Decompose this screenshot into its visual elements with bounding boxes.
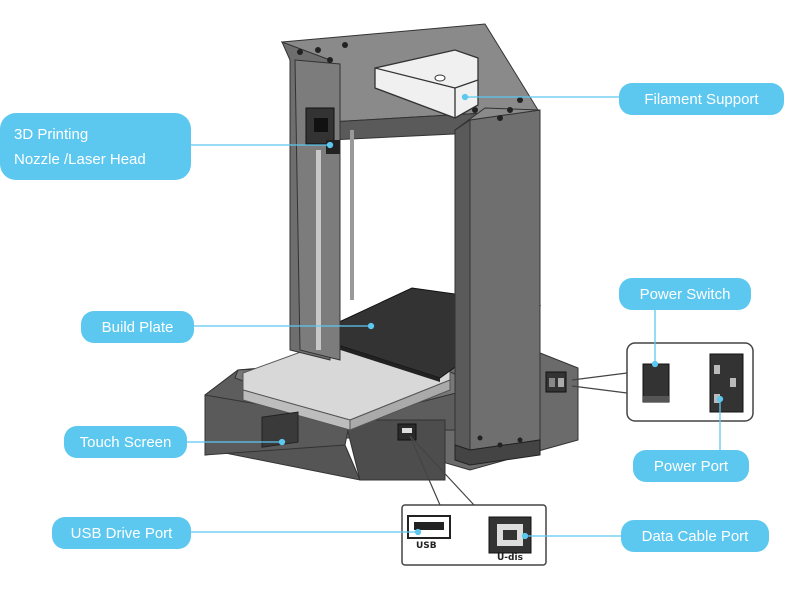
callout-touch-screen: Touch Screen: [64, 426, 187, 458]
callout-nozzle-laser-head: 3D Printing Nozzle /Laser Head: [0, 113, 191, 180]
nozzle-head: [305, 107, 340, 154]
filament-support-bracket: [374, 49, 479, 119]
power-switch-rocker: [642, 363, 670, 403]
inset-connectors: [409, 372, 628, 506]
touch-screen-display: [261, 411, 299, 448]
callout-power-port: Power Port: [633, 450, 749, 482]
callout-nozzle-line1: 3D Printing: [14, 125, 89, 143]
callout-filament-support: Filament Support: [619, 83, 784, 115]
udisk-port-marking: U-dis: [497, 553, 523, 563]
leader-lines: [184, 93, 724, 540]
callout-usb-drive-port: USB Drive Port: [52, 517, 191, 549]
power-inset: [626, 342, 754, 422]
usb-port-marking: USB: [416, 541, 437, 551]
callout-power-switch: Power Switch: [619, 278, 751, 310]
callout-nozzle-line2: Nozzle /Laser Head: [14, 150, 146, 168]
callout-data-cable-port: Data Cable Port: [621, 520, 769, 552]
power-socket: [709, 353, 744, 413]
callout-build-plate: Build Plate: [81, 311, 194, 343]
